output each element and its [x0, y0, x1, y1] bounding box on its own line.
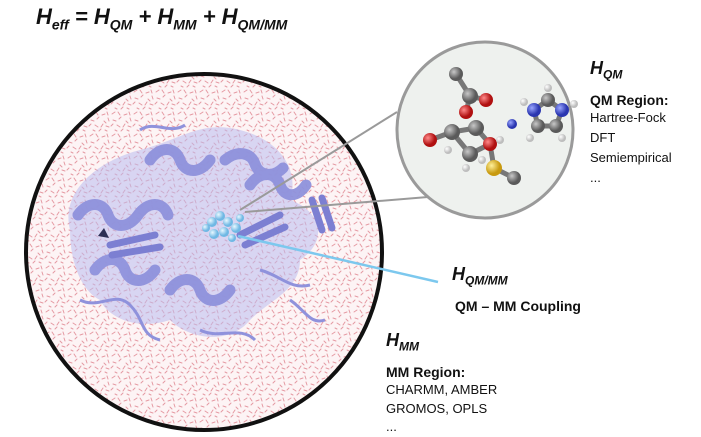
hamiltonian-equation: Heff = HQM + HMM + HQM/MM [36, 4, 287, 32]
zoom-lines [239, 111, 441, 213]
mm-region-sphere [24, 72, 384, 432]
qm-atoms [423, 67, 578, 185]
plus-sign-2: + [196, 4, 222, 29]
hqmmm-label-subscript: QM/MM [465, 273, 508, 288]
qm-method-3: Semiempirical [590, 150, 672, 165]
hqm-label-symbol: H [590, 58, 603, 78]
equals-sign: = [68, 4, 94, 29]
mm-method-1: CHARMM, AMBER [386, 382, 498, 397]
mm-method-2: GROMOS, OPLS [386, 401, 488, 416]
coupling-line [237, 234, 439, 284]
hqmmm-subscript: QM/MM [237, 16, 288, 33]
hqmmm-symbol: H [221, 4, 238, 29]
hqm-subscript: QM [109, 16, 133, 33]
coupling-title: QM – MM Coupling [455, 298, 581, 314]
qm-method-1: Hartree-Fock [590, 110, 666, 125]
hmm-label-symbol: H [386, 330, 399, 350]
hqmmm-label: HQM/MM [452, 264, 508, 288]
hmm-label-subscript: MM [399, 339, 419, 354]
hqmmm-label-symbol: H [452, 264, 465, 284]
hmm-subscript: MM [173, 16, 197, 33]
mm-method-3: ... [386, 419, 397, 434]
heff-symbol: H [36, 4, 52, 29]
protein-cartoon [68, 123, 336, 342]
qm-region-inset [395, 40, 578, 220]
hmm-label: HMM [386, 330, 419, 354]
hmm-symbol: H [157, 4, 174, 29]
heff-subscript: eff [51, 16, 69, 33]
qm-atom-cluster [202, 211, 244, 242]
plus-sign-1: + [132, 4, 158, 29]
hqm-label: HQM [590, 58, 622, 82]
mm-region-title: MM Region: [386, 364, 466, 380]
qm-region-title: QM Region: [590, 92, 669, 108]
qm-method-2: DFT [590, 130, 616, 145]
hqm-label-subscript: QM [603, 67, 623, 82]
hqm-symbol: H [93, 4, 110, 29]
qm-method-4: ... [590, 170, 601, 185]
